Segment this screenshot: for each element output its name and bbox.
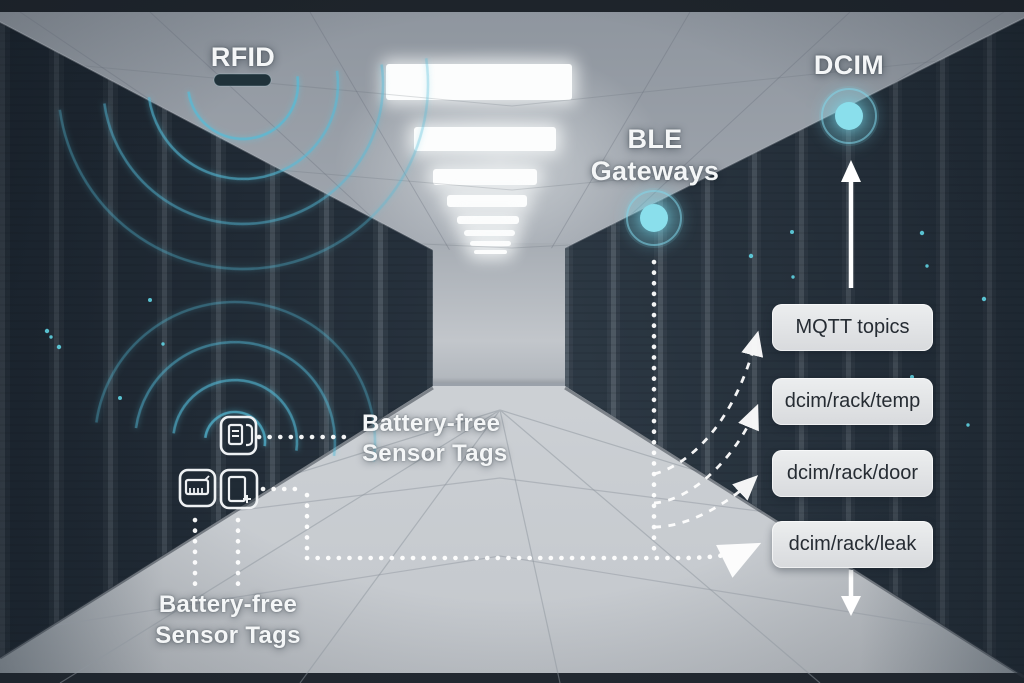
sensor-tags-label-middle-line2: Sensor Tags — [362, 440, 508, 467]
ceiling-light-panel — [474, 250, 507, 254]
ble-gateways-label: BLE Gateways — [575, 123, 735, 187]
dcim-label: DCIM — [813, 50, 885, 80]
top-edge-strip — [0, 0, 1024, 12]
ceiling-light-panel — [433, 169, 537, 185]
bottom-edge-strip — [0, 673, 1024, 683]
dcim-rack-temp-box: dcim/rack/temp — [772, 378, 933, 425]
ceiling-light-panel — [414, 127, 556, 151]
dcim-rack-leak-box: dcim/rack/leak — [772, 521, 933, 568]
sensor-tags-label-middle-line1: Battery-free — [362, 410, 501, 437]
sensor-tags-label-bottom: Battery-free Sensor Tags — [150, 589, 306, 651]
sensor-tags-label-bottom-line1: Battery-free — [158, 591, 298, 618]
back-wall — [420, 243, 568, 383]
ceiling-light-panel — [457, 216, 519, 224]
ble-gateways-label-line1: BLE — [627, 124, 683, 154]
sensor-tags-label-middle: Battery-free Sensor Tags — [362, 409, 508, 469]
ble-gateways-label-line2: Gateways — [590, 156, 720, 186]
rfid-label: RFID — [210, 42, 276, 72]
mqtt-topics-box: MQTT topics — [772, 304, 933, 351]
dcim-rack-door-box: dcim/rack/door — [772, 450, 933, 497]
ceiling-light-panel — [464, 230, 515, 236]
ceiling-light-panel — [470, 241, 511, 246]
sensor-tags-label-bottom-line2: Sensor Tags — [155, 622, 301, 649]
ceiling-light-panel — [447, 195, 527, 207]
ceiling-light-panel — [386, 64, 572, 100]
